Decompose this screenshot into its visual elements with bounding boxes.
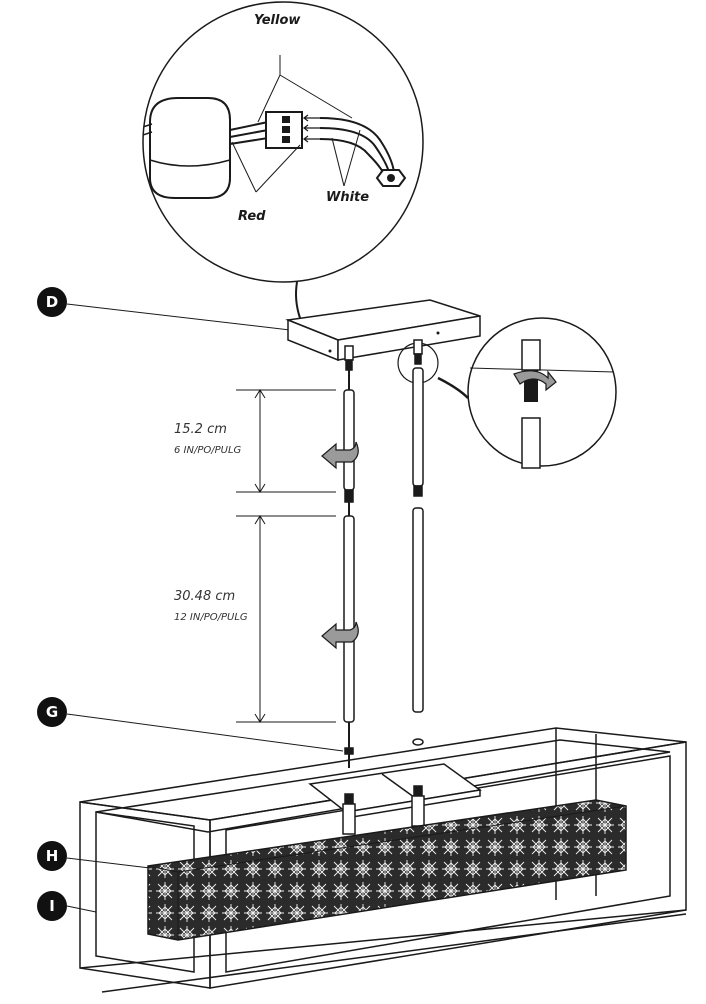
wiring-detail-callout: Yellow Red White [142, 1, 424, 283]
driver-box [149, 97, 231, 199]
shade-mounts [342, 785, 425, 835]
rotate-arrow-upper [321, 441, 359, 470]
svg-text:D: D [46, 293, 58, 311]
right-rod-assembly [397, 339, 439, 746]
long-rod-length-cm: 30.48 cm [174, 589, 235, 604]
svg-text:G: G [46, 703, 58, 721]
long-rod-length-in: 12 IN/PO/PULG [174, 612, 248, 623]
part-badge-i: I [37, 891, 67, 921]
rod-connection-detail [437, 317, 617, 469]
dimension-long-rod [236, 515, 336, 723]
part-badge-h: H [37, 841, 67, 871]
rotate-arrow-lower [321, 621, 359, 650]
red-wire-label: Red [238, 209, 266, 224]
svg-text:I: I [49, 897, 55, 915]
svg-text:H: H [46, 847, 59, 865]
white-wire-label: White [326, 190, 369, 205]
short-rod-length-in: 6 IN/PO/PULG [174, 445, 242, 456]
crystal-shade [147, 799, 627, 941]
part-badge-d: D [37, 287, 67, 317]
yellow-wire-label: Yellow [254, 13, 301, 28]
connector-line [295, 281, 301, 319]
left-rod-assembly [343, 345, 355, 768]
part-badge-g: G [37, 697, 67, 727]
dimension-short-rod [236, 389, 336, 493]
canopy-plate [285, 299, 481, 362]
short-rod-length-cm: 15.2 cm [174, 422, 227, 437]
